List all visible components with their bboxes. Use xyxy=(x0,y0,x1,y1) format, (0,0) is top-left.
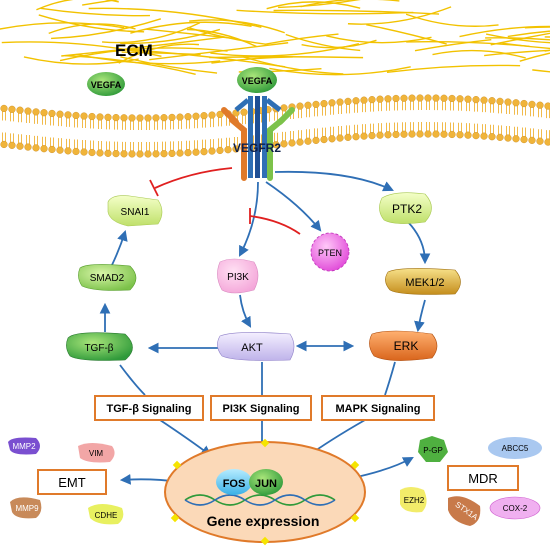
signaling-box-tgfb: TGF-β Signaling xyxy=(94,395,204,421)
svg-text:MMP2: MMP2 xyxy=(12,442,36,451)
signaling-box-pi3k: PI3K Signaling xyxy=(210,395,312,421)
node-snai1: SNAI1 xyxy=(107,195,163,227)
marker-vim: VIM xyxy=(78,443,115,463)
node-mek: MEK1/2 xyxy=(385,268,461,295)
marker-mmp9: MMP9 xyxy=(10,497,42,519)
nucleus: FOS JUN Gene expression xyxy=(164,438,366,546)
gene-expression-label: Gene expression xyxy=(207,513,320,529)
svg-text:PI3K Signaling: PI3K Signaling xyxy=(222,403,299,415)
dna-helix xyxy=(184,494,336,506)
nuclear-pores xyxy=(170,438,360,546)
node-tgfb: TGF-β xyxy=(66,332,133,361)
vegfa-free: VEGFA xyxy=(87,72,125,96)
emt-title: EMT xyxy=(58,475,86,490)
ecm-fibers xyxy=(0,0,550,76)
svg-text:P-GP: P-GP xyxy=(423,446,443,455)
fos-protein: FOS xyxy=(216,469,252,495)
node-akt: AKT xyxy=(217,332,295,361)
cell-membrane xyxy=(0,94,550,158)
marker-stx1a: STX1A xyxy=(448,496,481,526)
svg-text:VEGFA: VEGFA xyxy=(242,76,273,86)
svg-text:VEGFA: VEGFA xyxy=(91,80,122,90)
mdr-box xyxy=(447,465,519,491)
vegfa-bound: VEGFA xyxy=(237,67,277,93)
emt-box xyxy=(37,469,107,495)
mdr-title: MDR xyxy=(468,471,498,486)
node-smad2: SMAD2 xyxy=(78,264,137,291)
mdr-cluster: P-GP ABCC5 MDR EZH2 STX1A COX-2 xyxy=(400,436,542,526)
svg-text:MEK1/2: MEK1/2 xyxy=(405,277,444,289)
vegfr2-label: VEGFR2 xyxy=(233,141,281,155)
svg-text:SNAI1: SNAI1 xyxy=(121,207,150,218)
signaling-box-mapk: MAPK Signaling xyxy=(321,395,435,421)
marker-mmp2: MMP2 xyxy=(8,437,40,455)
vegfr2-receptor: VEGFR2 xyxy=(221,96,295,181)
marker-ezh2: EZH2 xyxy=(400,487,427,513)
ecm-label: ECM xyxy=(115,41,153,60)
svg-text:AKT: AKT xyxy=(241,342,263,354)
svg-text:PTEN: PTEN xyxy=(318,248,342,258)
svg-text:MAPK Signaling: MAPK Signaling xyxy=(336,403,421,415)
marker-cox2: COX-2 xyxy=(489,496,541,520)
emt-cluster: MMP2 VIM EMT MMP9 CDHE xyxy=(8,437,124,525)
inhibition-arrows xyxy=(149,167,301,235)
node-ptk2: PTK2 xyxy=(379,192,432,224)
marker-abcc5: ABCC5 xyxy=(488,437,542,459)
node-pi3k: PI3K xyxy=(217,258,259,294)
svg-text:COX-2: COX-2 xyxy=(503,504,528,513)
jun-protein: JUN xyxy=(249,469,283,495)
node-erk: ERK xyxy=(369,330,438,361)
svg-text:TGF-β: TGF-β xyxy=(84,343,113,354)
svg-text:TGF-β Signaling: TGF-β Signaling xyxy=(107,403,192,415)
svg-text:CDHE: CDHE xyxy=(95,511,118,520)
svg-text:ABCC5: ABCC5 xyxy=(502,444,529,453)
svg-text:FOS: FOS xyxy=(223,478,246,490)
svg-text:MMP9: MMP9 xyxy=(15,504,39,513)
marker-pgp: P-GP xyxy=(418,436,448,462)
svg-text:SMAD2: SMAD2 xyxy=(90,273,125,284)
svg-text:PTK2: PTK2 xyxy=(392,202,422,216)
svg-text:PI3K: PI3K xyxy=(227,272,249,283)
marker-cdhe: CDHE xyxy=(88,504,124,525)
node-pten: PTEN xyxy=(310,232,350,272)
svg-text:VIM: VIM xyxy=(89,449,104,458)
svg-text:ERK: ERK xyxy=(394,339,419,353)
svg-text:EZH2: EZH2 xyxy=(404,496,425,505)
svg-text:JUN: JUN xyxy=(255,478,277,490)
